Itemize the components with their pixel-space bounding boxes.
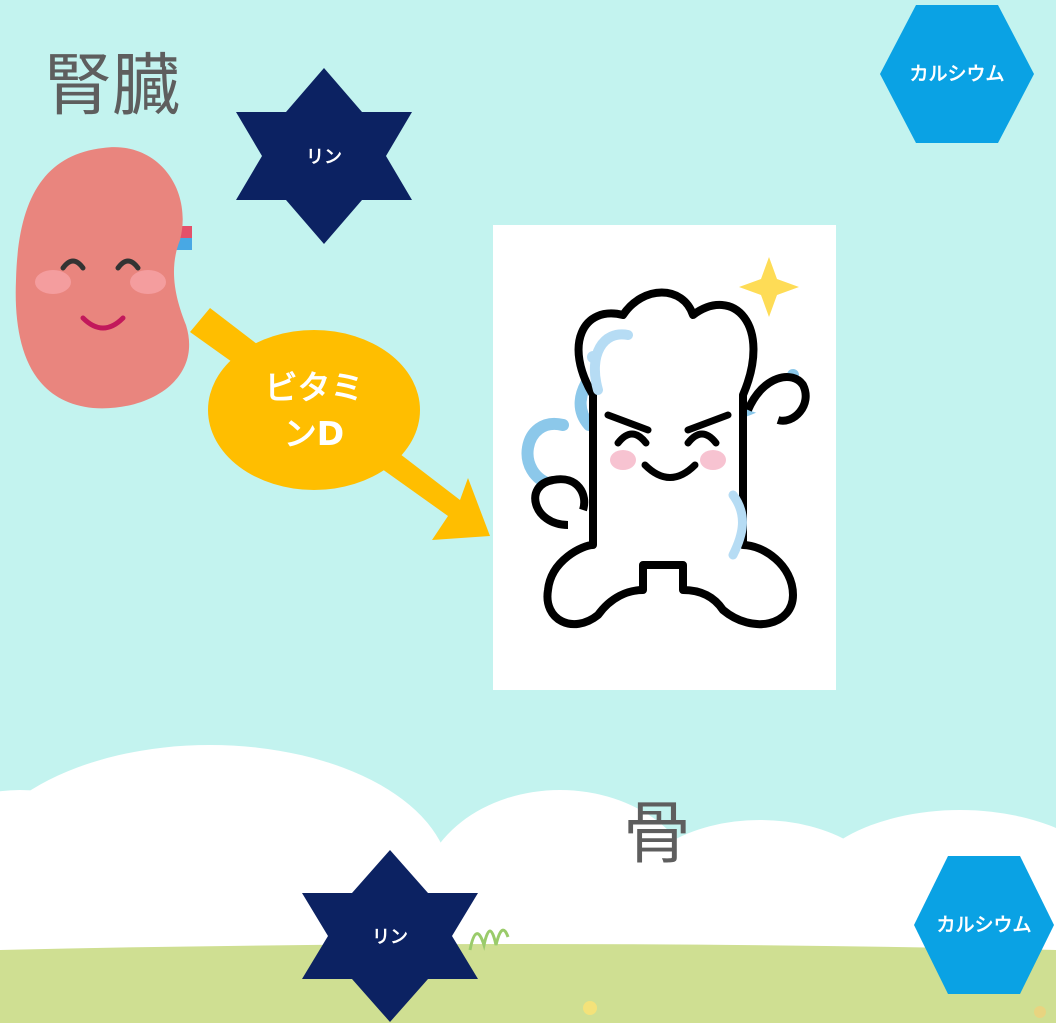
phosphorus-star-top: リン	[234, 68, 414, 244]
vitamin-d-label: ビタミンD	[264, 367, 364, 453]
kidney-character-icon	[15, 147, 192, 409]
vitamin-d-bubble: ビタミンD	[205, 328, 423, 493]
calcium-hex-bottom: カルシウム	[914, 856, 1054, 994]
phosphorus-label-bottom: リン	[372, 927, 408, 948]
bone-card	[493, 225, 836, 690]
bone-title: 骨	[623, 795, 692, 874]
bone-character-icon	[521, 257, 810, 629]
phosphorus-label-top: リン	[306, 147, 342, 168]
calcium-hex-top: カルシウム	[880, 5, 1034, 143]
phosphorus-star-bottom: リン	[300, 850, 480, 1022]
calcium-label-top: カルシウム	[909, 62, 1005, 85]
calcium-label-bottom: カルシウム	[936, 913, 1032, 936]
kidney-title: 腎臓	[44, 47, 181, 126]
